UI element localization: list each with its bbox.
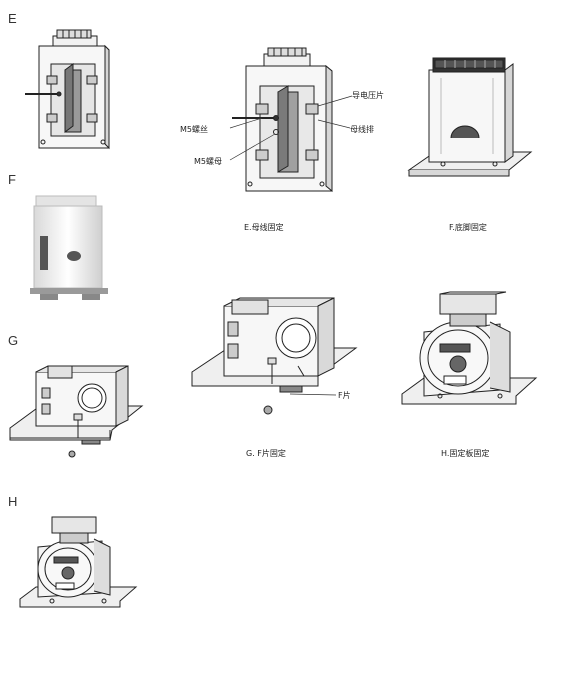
ct-plate-large-illustration bbox=[400, 291, 540, 420]
section-letter-h: H bbox=[8, 494, 18, 509]
caption-e-busbar: E.母线固定 bbox=[244, 223, 284, 232]
section-letter-g: G bbox=[8, 333, 19, 348]
ct-foot-mount-illustration bbox=[405, 57, 535, 188]
callout-f-clip: F片 bbox=[338, 391, 351, 400]
callout-nut: M5螺母 bbox=[194, 157, 222, 166]
ct-clip-small-illustration bbox=[8, 358, 144, 468]
callout-pressure-plate: 导电压片 bbox=[352, 91, 384, 100]
ct-clip-large-illustration bbox=[188, 288, 358, 418]
ct-busbar-large-illustration bbox=[230, 47, 340, 196]
caption-g-clip: G. F片固定 bbox=[246, 449, 286, 458]
callout-bolt: M5螺丝 bbox=[180, 125, 208, 134]
ct-busbar-small-illustration bbox=[25, 28, 115, 153]
section-letter-f: F bbox=[8, 172, 16, 187]
callout-busbar: 母线排 bbox=[350, 125, 374, 134]
ct-plate-small-illustration bbox=[18, 515, 138, 615]
section-letter-e: E bbox=[8, 11, 17, 26]
caption-f-rail: F.底脚固定 bbox=[449, 223, 487, 232]
ct-rail-photo-illustration bbox=[30, 190, 110, 308]
caption-h-plate: H.固定板固定 bbox=[441, 449, 490, 458]
